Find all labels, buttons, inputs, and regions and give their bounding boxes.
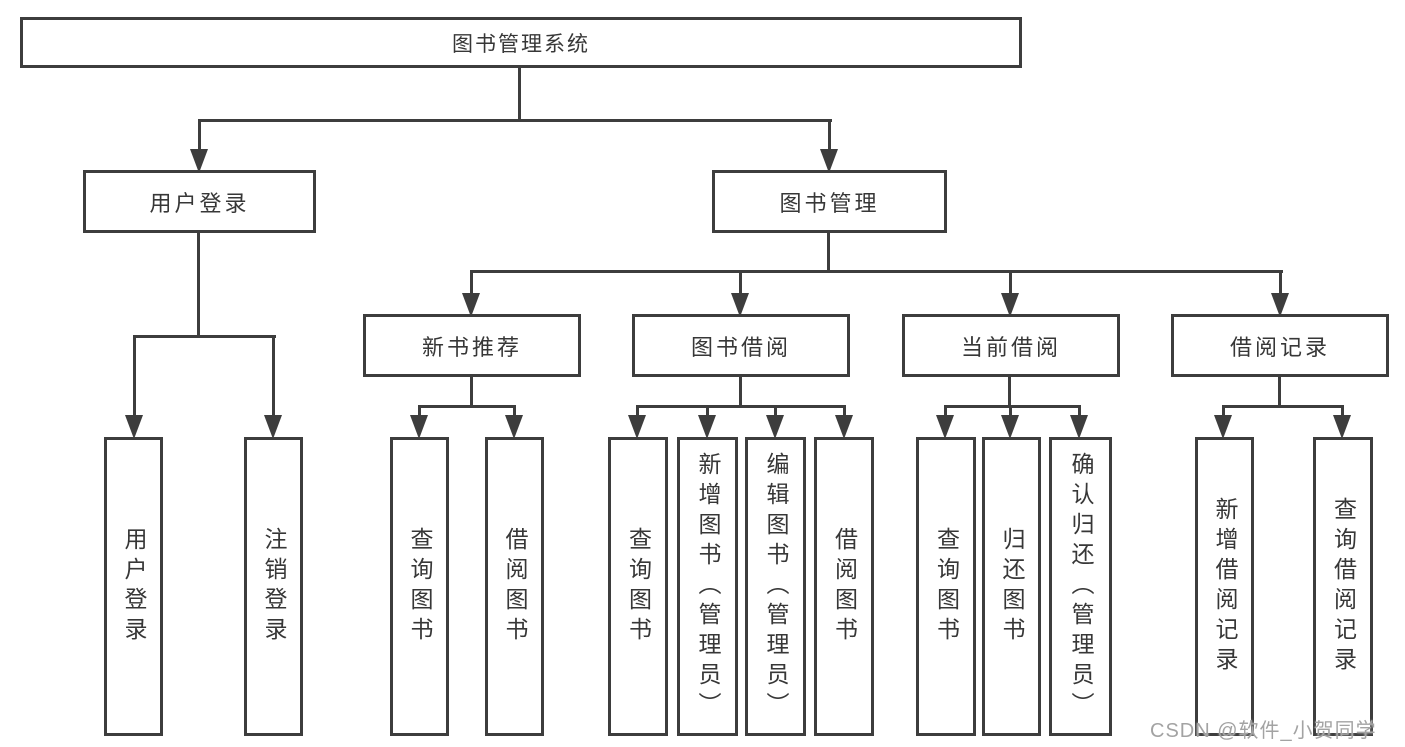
leaf-current-return-books-label: 归还图书 [999, 526, 1025, 647]
connector-user-login-stub [197, 231, 200, 338]
arrow-borrowing-add [698, 405, 716, 439]
connector-records-rail [1222, 405, 1344, 408]
node-borrowing-records: 借阅记录 [1171, 314, 1389, 377]
leaf-current-return-books: 归还图书 [982, 437, 1041, 736]
leaf-logout: 注销登录 [244, 437, 303, 736]
connector-current-stub [1008, 374, 1011, 408]
arrow-records-add [1214, 405, 1232, 439]
node-current-borrowing-label: 当前借阅 [960, 334, 1061, 360]
arrow-borrowing-query [628, 405, 646, 439]
leaf-borrowing-add-books-admin: 新增图书（管理员） [677, 437, 738, 736]
leaf-borrowing-add-books-admin-label: 新增图书（管理员） [695, 451, 721, 722]
arrow-borrowing-edit [766, 405, 784, 439]
leaf-current-confirm-return-admin: 确认归还（管理员） [1049, 437, 1112, 736]
node-book-borrowing: 图书借阅 [632, 314, 850, 377]
arrow-to-book-borrowing [731, 270, 749, 317]
connector-book-management-rail [470, 270, 1283, 273]
node-root-system: 图书管理系统 [20, 17, 1022, 68]
node-book-management: 图书管理 [712, 170, 947, 233]
leaf-user-login: 用户登录 [104, 437, 163, 736]
node-book-management-label: 图书管理 [779, 190, 880, 216]
node-new-book-recommend-label: 新书推荐 [421, 334, 522, 360]
leaf-current-query-books: 查询图书 [916, 437, 976, 736]
leaf-current-confirm-return-admin-label: 确认归还（管理员） [1068, 451, 1094, 722]
node-user-login-label: 用户登录 [149, 190, 250, 216]
node-root-label: 图书管理系统 [452, 32, 590, 56]
arrow-current-return [1001, 405, 1019, 439]
leaf-records-add-record-label: 新增借阅记录 [1212, 496, 1238, 677]
leaf-borrowing-query-books-label: 查询图书 [625, 526, 652, 647]
node-borrowing-records-label: 借阅记录 [1229, 334, 1330, 360]
connector-book-management-stub [827, 231, 830, 273]
csdn-watermark: CSDN @软件_小贺同学 [1150, 720, 1377, 742]
connector-borrowing-stub [739, 374, 742, 408]
arrow-to-leaf-logout [264, 335, 282, 439]
connector-root-stub [518, 66, 521, 122]
leaf-borrowing-borrow-books-label: 借阅图书 [831, 526, 858, 647]
node-book-borrowing-label: 图书借阅 [690, 334, 791, 360]
leaf-borrowing-borrow-books: 借阅图书 [814, 437, 874, 736]
leaf-recommend-borrow-books-label: 借阅图书 [502, 526, 528, 647]
leaf-logout-label: 注销登录 [261, 526, 287, 647]
arrow-to-borrowing-records [1271, 270, 1289, 317]
arrow-to-user-login [190, 119, 208, 173]
connector-new-book-stub [470, 374, 473, 408]
leaf-user-login-label: 用户登录 [121, 526, 147, 647]
leaf-records-query-record-label: 查询借阅记录 [1330, 496, 1357, 677]
connector-records-stub [1278, 374, 1281, 408]
connector-user-login-rail [133, 335, 276, 338]
connector-new-book-rail [418, 405, 516, 408]
node-user-login: 用户登录 [83, 170, 316, 233]
leaf-current-query-books-label: 查询图书 [933, 526, 960, 647]
arrow-borrowing-borrow [835, 405, 853, 439]
arrow-to-new-book-recommend [462, 270, 480, 317]
arrow-to-current-borrowing [1001, 270, 1019, 317]
arrow-current-query [936, 405, 954, 439]
arrow-to-book-management [820, 119, 838, 173]
leaf-recommend-query-books: 查询图书 [390, 437, 449, 736]
leaf-recommend-borrow-books: 借阅图书 [485, 437, 544, 736]
connector-root-rail [198, 119, 832, 122]
arrow-current-confirm [1070, 405, 1088, 439]
leaf-borrowing-edit-books-admin: 编辑图书（管理员） [745, 437, 806, 736]
node-new-book-recommend: 新书推荐 [363, 314, 581, 377]
leaf-recommend-query-books-label: 查询图书 [407, 526, 433, 647]
arrow-to-leaf-user-login [125, 335, 143, 439]
leaf-records-add-record: 新增借阅记录 [1195, 437, 1254, 736]
arrow-newbook-borrow [505, 405, 523, 439]
arrow-newbook-query [410, 405, 428, 439]
connector-current-rail [944, 405, 1081, 408]
leaf-borrowing-edit-books-admin-label: 编辑图书（管理员） [763, 451, 789, 722]
leaf-borrowing-query-books: 查询图书 [608, 437, 668, 736]
connector-borrowing-rail [636, 405, 846, 408]
arrow-records-query [1333, 405, 1351, 439]
node-current-borrowing: 当前借阅 [902, 314, 1120, 377]
leaf-records-query-record: 查询借阅记录 [1313, 437, 1373, 736]
